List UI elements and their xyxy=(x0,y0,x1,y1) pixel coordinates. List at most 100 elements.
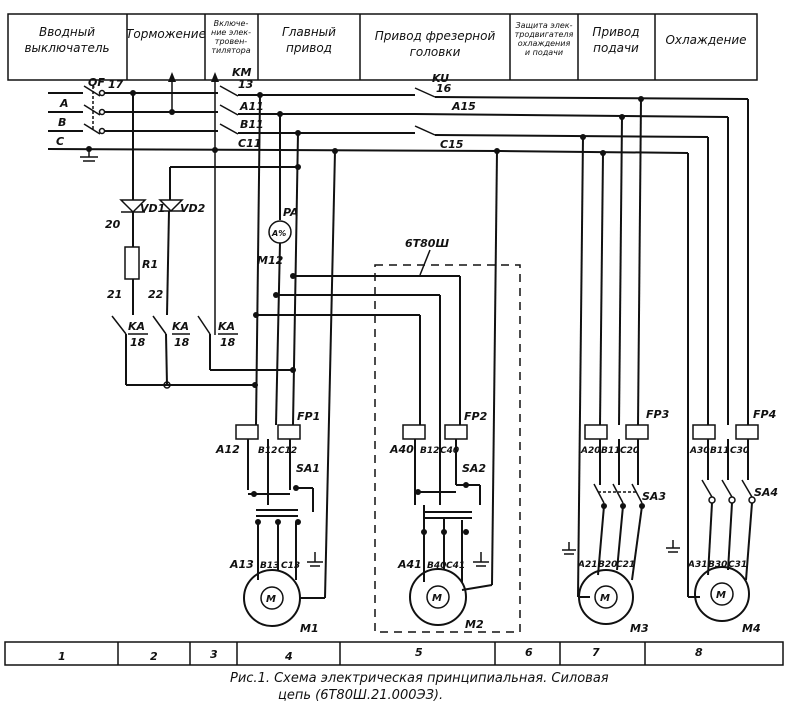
phase-b-label: B xyxy=(58,116,66,129)
wire-22-label: 22 xyxy=(148,288,164,301)
b30-label: B30 xyxy=(708,560,727,570)
header-section-1-line2: выключатель xyxy=(24,41,109,55)
header-section-6-line3: охлаждения xyxy=(518,39,571,48)
header-section-6-line4: и подачи xyxy=(525,48,563,57)
header-section-7-line1: Привод xyxy=(592,25,639,39)
a13-label: A13 xyxy=(229,558,254,571)
motor-m2-icon xyxy=(409,568,467,626)
c41-label: C41 xyxy=(446,561,465,571)
zone-8: 8 xyxy=(695,646,703,659)
m1-label: M1 xyxy=(300,622,319,635)
header-section-6-line1: Защита элек- xyxy=(515,21,572,30)
b11-m3-label: B11 xyxy=(601,446,620,456)
braking-circuit: VD1 20 R1 21 KA 18 VD2 22 KA 18 KA 18 xyxy=(105,93,301,389)
sa2-label: SA2 xyxy=(462,462,486,475)
diode-vd1-icon xyxy=(119,199,147,214)
ka2-label: KA xyxy=(172,320,189,333)
ka2-number: 18 xyxy=(174,336,190,349)
resistor-r1-icon xyxy=(124,246,140,280)
zone-1: 1 xyxy=(58,650,66,663)
a15-label: A15 xyxy=(451,100,476,113)
pa-label: PA xyxy=(283,206,299,219)
m2-label: M2 xyxy=(465,618,484,631)
fp3-label: FP3 xyxy=(646,408,670,421)
a31-label: A31 xyxy=(687,560,708,570)
header-section-5-line1: Привод фрезерной xyxy=(375,29,496,43)
header-section-6-line2: тродвигателя xyxy=(515,30,574,39)
motor-symbol: M xyxy=(716,590,726,601)
b20-label: B20 xyxy=(598,560,617,570)
qf-label: QF xyxy=(88,76,105,89)
ka3-number: 18 xyxy=(220,336,236,349)
a11-label: A11 xyxy=(239,100,264,113)
motor-m4-icon xyxy=(694,566,750,622)
c15-label: C15 xyxy=(440,138,464,151)
header-section-8: Охлаждение xyxy=(665,33,746,47)
ku-label: KU xyxy=(432,72,449,85)
ground-icon xyxy=(562,542,576,555)
qf-switch: QF 17 xyxy=(83,76,124,135)
motor-symbol: M xyxy=(266,594,276,605)
vd2-label: VD2 xyxy=(180,202,206,215)
wire-20-label: 20 xyxy=(105,218,121,231)
c12-label: C12 xyxy=(278,446,297,456)
ka1-number: 18 xyxy=(130,336,146,349)
km-label: KM xyxy=(232,66,252,79)
b11-m4-label: B11 xyxy=(710,446,729,456)
c40-label: C40 xyxy=(440,446,459,456)
motor-symbol: M xyxy=(432,593,442,604)
wire-16-label: 16 xyxy=(436,82,452,95)
a21-label: A21 xyxy=(577,560,598,570)
cooling-m4: FP4 A30 B11 C30 SA4 A31 B30 C31 M M4 xyxy=(666,99,778,635)
c13-label: C13 xyxy=(281,561,300,571)
header-section-2: Торможение xyxy=(126,27,206,41)
wire-21-label: 21 xyxy=(107,288,122,301)
fp1-label: FP1 xyxy=(297,410,320,423)
header-section-3-line3: тровен- xyxy=(215,37,248,46)
zone-6: 6 xyxy=(525,646,533,659)
b11-label: B11 xyxy=(240,118,264,131)
header-section-5-line2: головки xyxy=(410,45,461,59)
b13-label: B13 xyxy=(260,561,279,571)
feed-drive-m3: FP3 A20 B11 C20 SA3 A21 B20 C21 M M3 xyxy=(562,96,670,635)
b40-label: B40 xyxy=(427,561,446,571)
header-table: Вводный выключатель Торможение Включе- н… xyxy=(7,13,758,81)
wire-17-label: 17 xyxy=(108,78,124,91)
c20-label: C20 xyxy=(620,446,639,456)
motor-m3-icon xyxy=(578,569,634,625)
header-section-7-line2: подачи xyxy=(593,41,639,55)
header-section-4-line2: привод xyxy=(286,41,332,55)
c31-label: C31 xyxy=(728,560,747,570)
fp2-label: FP2 xyxy=(464,410,488,423)
sa1-label: SA1 xyxy=(296,462,320,475)
wire-13-label: 13 xyxy=(238,78,254,91)
ka3-label: KA xyxy=(218,320,235,333)
b12-m2-label: B12 xyxy=(420,446,439,456)
main-drive-m1: A% PA M12 FP1 A12 B12 C12 SA1 A13 B13 C1… xyxy=(215,92,338,635)
m12-label: M12 xyxy=(257,254,284,267)
zone-table: 1 2 3 4 5 6 7 8 xyxy=(4,641,784,666)
r1-label: R1 xyxy=(142,258,158,271)
ground-icon xyxy=(666,540,680,553)
block-label: 6Т80Ш xyxy=(405,237,449,250)
vd1-label: VD1 xyxy=(140,202,165,215)
figure-caption-line1: Рис.1. Схема электрическая принципиальна… xyxy=(230,671,609,686)
thermal-relay-icon xyxy=(235,424,259,440)
zone-3: 3 xyxy=(210,648,218,661)
header-section-1-line1: Вводный xyxy=(39,25,95,39)
ammeter-symbol: A% xyxy=(271,229,286,238)
m4-label: M4 xyxy=(742,622,761,635)
km-contacts: KM 13 A11 B11 C11 xyxy=(219,66,264,150)
phase-c-label: C xyxy=(56,135,64,148)
c21-label: C21 xyxy=(616,560,635,570)
ku-contacts: KU 16 A15 C15 xyxy=(414,72,476,151)
fp4-label: FP4 xyxy=(753,408,776,421)
ground-icon xyxy=(80,146,98,162)
sa4-label: SA4 xyxy=(754,486,778,499)
block-6t80sh-boundary xyxy=(374,264,521,633)
zone-7: 7 xyxy=(592,646,600,659)
ground-icon xyxy=(307,552,323,567)
diode-vd2-icon xyxy=(158,199,184,213)
thermal-relay-icon xyxy=(277,424,301,440)
